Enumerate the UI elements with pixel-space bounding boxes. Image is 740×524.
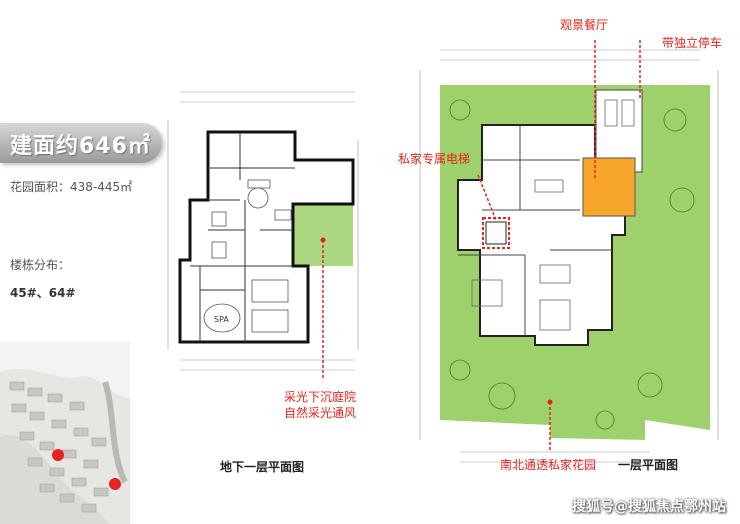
view-dining-room (582, 157, 636, 217)
garden-area-text: 花园面积：438-445㎡ (10, 180, 133, 194)
private-elevator-label: 私家专属电梯 (398, 152, 471, 166)
basement-plan-caption: 地下一层平面图 (220, 460, 305, 474)
natural-light-label: 自然采光通风 (284, 406, 357, 420)
floor-area-title: 建面约646㎡ (10, 134, 151, 159)
buildings-label: 楼栋分布： (10, 258, 71, 272)
buildings-value: 45#、64# (10, 286, 76, 300)
sunken-courtyard-label: 采光下沉庭院 (284, 390, 357, 404)
area-badge (0, 123, 162, 163)
site-map-thumbnail (0, 342, 130, 524)
ground-plan-caption: 一层平面图 (618, 458, 679, 472)
private-garden-label: 南北通透私家花园 (500, 458, 597, 472)
ground-floor-plan (419, 40, 719, 463)
building-marker-45 (52, 449, 64, 461)
private-parking-label: 带独立停车 (662, 36, 723, 50)
watermark: 搜狐号@搜狐焦点鄂州站 (572, 499, 726, 515)
view-dining-label: 观景餐厅 (560, 18, 609, 32)
building-marker-64 (109, 478, 121, 490)
spa-room-label: SPA (214, 315, 229, 324)
basement-floor-plan: SPA (167, 91, 359, 378)
